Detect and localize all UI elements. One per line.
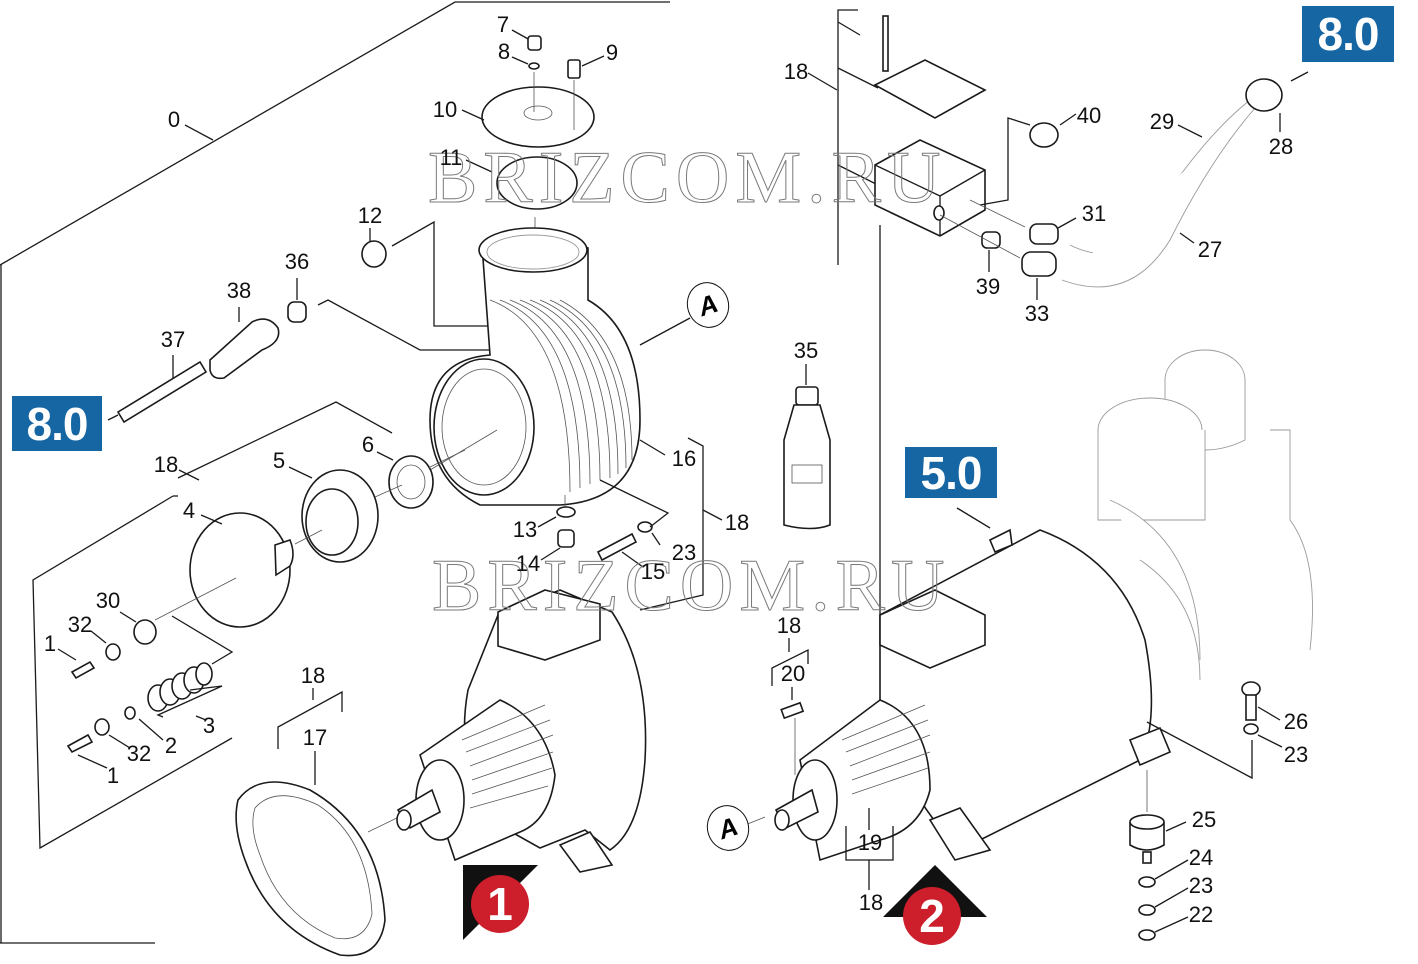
leader-5-0 xyxy=(956,507,991,529)
part-callout-1[interactable]: 1 xyxy=(106,763,120,788)
marker-label: A xyxy=(714,810,742,845)
part-callout-32[interactable]: 32 xyxy=(126,741,152,766)
part-callout-18[interactable]: 18 xyxy=(153,452,179,477)
drain-screw-group xyxy=(537,479,670,568)
part-callout-17[interactable]: 17 xyxy=(302,725,328,750)
step-marker-1: 1 xyxy=(463,865,538,940)
part-callout-19[interactable]: 19 xyxy=(857,830,883,855)
step-2-number: 2 xyxy=(903,887,961,945)
kit-bracket-18-left xyxy=(32,469,234,850)
reference-badge-8-0-top[interactable]: 8.0 xyxy=(1302,6,1394,62)
kit-bracket-0 xyxy=(0,1,670,944)
plug-12-group xyxy=(361,220,490,327)
part-callout-14[interactable]: 14 xyxy=(515,551,541,576)
part-callout-32[interactable]: 32 xyxy=(67,612,93,637)
part-callout-31[interactable]: 31 xyxy=(1081,201,1107,226)
part-callout-6[interactable]: 6 xyxy=(361,432,375,457)
part-callout-27[interactable]: 27 xyxy=(1197,237,1223,262)
motor-assembly-left xyxy=(396,589,647,873)
oil-bottle-35 xyxy=(783,364,831,530)
junction-box-group xyxy=(807,9,987,615)
part-callout-23[interactable]: 23 xyxy=(1283,742,1309,767)
mounting-group xyxy=(1129,681,1283,941)
part-callout-10[interactable]: 10 xyxy=(432,97,458,122)
part-callout-0[interactable]: 0 xyxy=(167,107,181,132)
step-marker-2: 2 xyxy=(883,865,987,945)
part-callout-3[interactable]: 3 xyxy=(202,713,216,738)
part-callout-18[interactable]: 18 xyxy=(858,890,884,915)
part-callout-40[interactable]: 40 xyxy=(1076,103,1102,128)
part-callout-4[interactable]: 4 xyxy=(182,498,196,523)
part-callout-20[interactable]: 20 xyxy=(780,661,806,686)
watermark-middle: BRIZCOM.RU xyxy=(431,545,951,628)
part-callout-22[interactable]: 22 xyxy=(1188,902,1214,927)
impeller-group xyxy=(154,401,466,628)
gasket-17-group xyxy=(235,688,406,957)
part-callout-16[interactable]: 16 xyxy=(671,446,697,471)
part-callout-35[interactable]: 35 xyxy=(793,338,819,363)
part-callout-23[interactable]: 23 xyxy=(1188,873,1214,898)
part-callout-8[interactable]: 8 xyxy=(497,39,511,64)
cable-group xyxy=(107,278,495,424)
marker-label: A xyxy=(694,287,722,322)
motor-housing-16 xyxy=(429,227,723,611)
part-callout-9[interactable]: 9 xyxy=(605,40,619,65)
part-callout-11[interactable]: 11 xyxy=(439,145,463,170)
part-callout-7[interactable]: 7 xyxy=(496,12,510,37)
part-callout-30[interactable]: 30 xyxy=(95,588,121,613)
part-callout-18[interactable]: 18 xyxy=(300,663,326,688)
part-callout-13[interactable]: 13 xyxy=(512,517,538,542)
part-callout-29[interactable]: 29 xyxy=(1149,109,1175,134)
watermark-top: BRIZCOM.RU xyxy=(427,137,947,220)
part-callout-28[interactable]: 28 xyxy=(1268,134,1294,159)
part-callout-37[interactable]: 37 xyxy=(160,327,186,352)
part-callout-18[interactable]: 18 xyxy=(724,510,750,535)
part-callout-36[interactable]: 36 xyxy=(284,249,310,274)
part-callout-2[interactable]: 2 xyxy=(164,733,178,758)
part-callout-25[interactable]: 25 xyxy=(1191,807,1217,832)
part-callout-23[interactable]: 23 xyxy=(671,540,697,565)
fastener-group xyxy=(57,611,223,769)
part-callout-5[interactable]: 5 xyxy=(272,448,286,473)
motor-pump-assembly-right xyxy=(744,349,1313,862)
part-callout-26[interactable]: 26 xyxy=(1283,709,1309,734)
part-callout-15[interactable]: 15 xyxy=(640,559,666,584)
part-callout-33[interactable]: 33 xyxy=(1024,301,1050,326)
reference-badge-8-0-left[interactable]: 8.0 xyxy=(12,396,102,451)
part-callout-18[interactable]: 18 xyxy=(783,59,809,84)
step-1-number: 1 xyxy=(471,875,529,933)
reference-badge-5-0[interactable]: 5.0 xyxy=(905,447,997,499)
cable-gland-group xyxy=(939,113,1077,300)
part-callout-39[interactable]: 39 xyxy=(975,274,1001,299)
key-rotor-brackets xyxy=(771,638,894,890)
hose-group xyxy=(1061,71,1309,288)
part-callout-12[interactable]: 12 xyxy=(357,203,383,228)
part-callout-1[interactable]: 1 xyxy=(43,631,57,656)
motor-cover-group xyxy=(461,29,605,272)
part-callout-24[interactable]: 24 xyxy=(1188,845,1214,870)
part-callout-18[interactable]: 18 xyxy=(776,613,802,638)
part-callout-38[interactable]: 38 xyxy=(226,278,252,303)
